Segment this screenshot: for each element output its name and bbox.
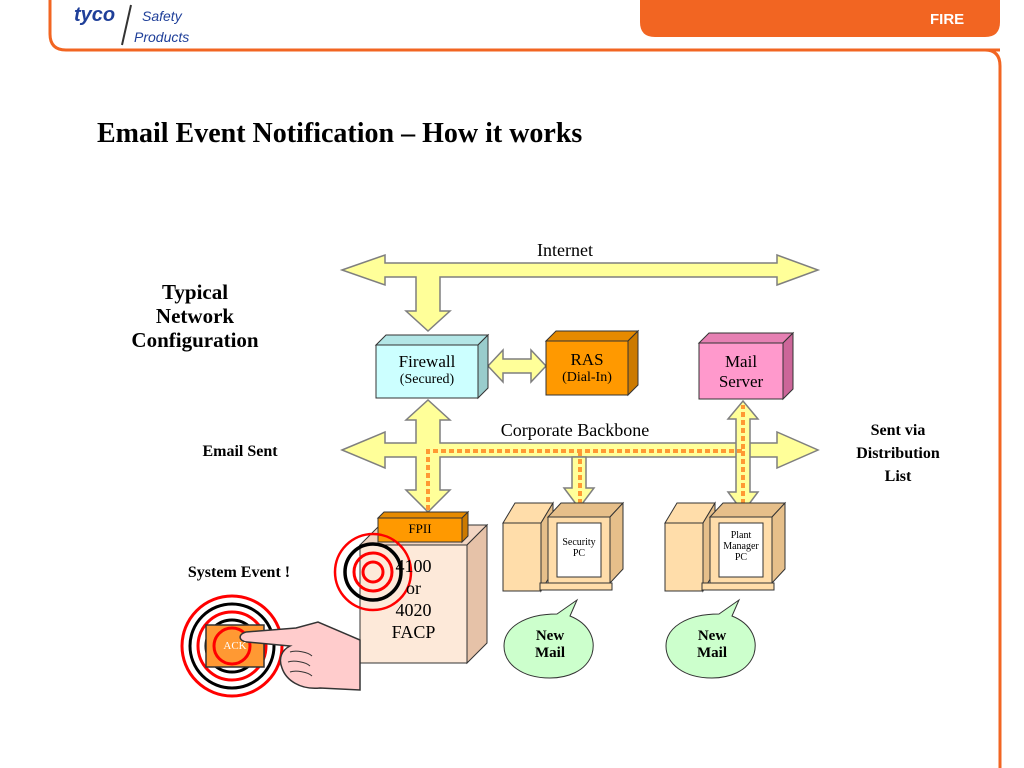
typical-line2: Network (155, 304, 235, 329)
new-mail-bubble-2 (665, 598, 756, 679)
ras-label: RAS (Dial-In) (546, 350, 628, 386)
ras-line2: (Dial-In) (562, 369, 612, 385)
header-fire-tab (640, 0, 1000, 37)
right-orange-border (984, 48, 1002, 768)
ras-line1: RAS (570, 350, 604, 369)
security-pc-line1: Security (562, 537, 596, 548)
typical-network-label: Typical Network Configuration (110, 280, 280, 352)
pointing-hand-icon (239, 621, 361, 691)
new-mail-2-line1: New (697, 628, 727, 644)
facp-line2: or (406, 578, 421, 598)
firewall-line1: Firewall (398, 352, 456, 371)
facp-line1: 4100 (395, 556, 432, 576)
facp-line3: 4020 (395, 600, 432, 620)
internet-label: Internet (537, 240, 593, 260)
new-mail-bubble-1 (503, 598, 594, 679)
mail-server-line2: Server (718, 371, 764, 391)
new-mail-1-line2: Mail (535, 645, 565, 662)
section-tab-label: FIRE (930, 11, 965, 28)
facp-label: 4100 or 4020 FACP (360, 555, 467, 643)
facp-alarm-rings (333, 532, 413, 612)
security-pc-arrow (562, 456, 596, 510)
new-mail-label-1: New Mail (514, 628, 586, 663)
logo-subtitle-line1: Safety (142, 8, 182, 24)
new-mail-1-line1: New (535, 628, 565, 644)
sent-via-line3: List (884, 468, 912, 485)
new-mail-2-line2: Mail (697, 645, 727, 662)
plant-manager-pc (664, 501, 787, 593)
tyco-logo: tyco (74, 4, 116, 26)
plant-pc-line1: Plant (730, 530, 752, 541)
sent-via-line1: Sent via (870, 422, 926, 439)
plant-pc-line3: PC (734, 552, 748, 563)
logo-subtitle-line2: Products (134, 29, 190, 45)
new-mail-label-2: New Mail (676, 628, 748, 663)
header-left-border (48, 0, 1000, 52)
email-sent-label: Email Sent (202, 443, 278, 460)
logo-slash (121, 4, 132, 46)
firewall-label: Firewall (Secured) (376, 352, 478, 388)
internet-arrow (339, 253, 821, 333)
ack-button[interactable]: ACK (223, 640, 247, 652)
plant-pc-line2: Manager (723, 541, 759, 552)
fpii-label: FPII (408, 521, 432, 536)
mail-server-label: Mail Server (699, 352, 783, 391)
slide-title: Email Event Notification – How it works (97, 118, 583, 149)
typical-line1: Typical (161, 280, 229, 304)
facp-line4: FACP (391, 622, 436, 642)
sent-via-line2: Distribution (856, 445, 940, 462)
security-pc (502, 501, 625, 593)
sent-via-label: Sent via Distribution List (836, 419, 960, 488)
firewall-box (374, 333, 490, 400)
mail-server-box (697, 331, 795, 401)
typical-line3: Configuration (131, 328, 259, 353)
system-event-label: System Event ! (187, 564, 291, 581)
security-pc-line2: PC (572, 548, 586, 559)
firewall-ras-arrow (486, 348, 548, 384)
ras-box (544, 329, 640, 397)
mail-server-line1: Mail (724, 352, 758, 371)
security-pc-label: Security PC (557, 537, 601, 559)
firewall-line2: (Secured) (399, 371, 455, 387)
corporate-backbone-label: Corporate Backbone (500, 420, 650, 440)
email-dotted-path (426, 405, 745, 510)
plant-pc-label: Plant Manager PC (715, 530, 767, 563)
